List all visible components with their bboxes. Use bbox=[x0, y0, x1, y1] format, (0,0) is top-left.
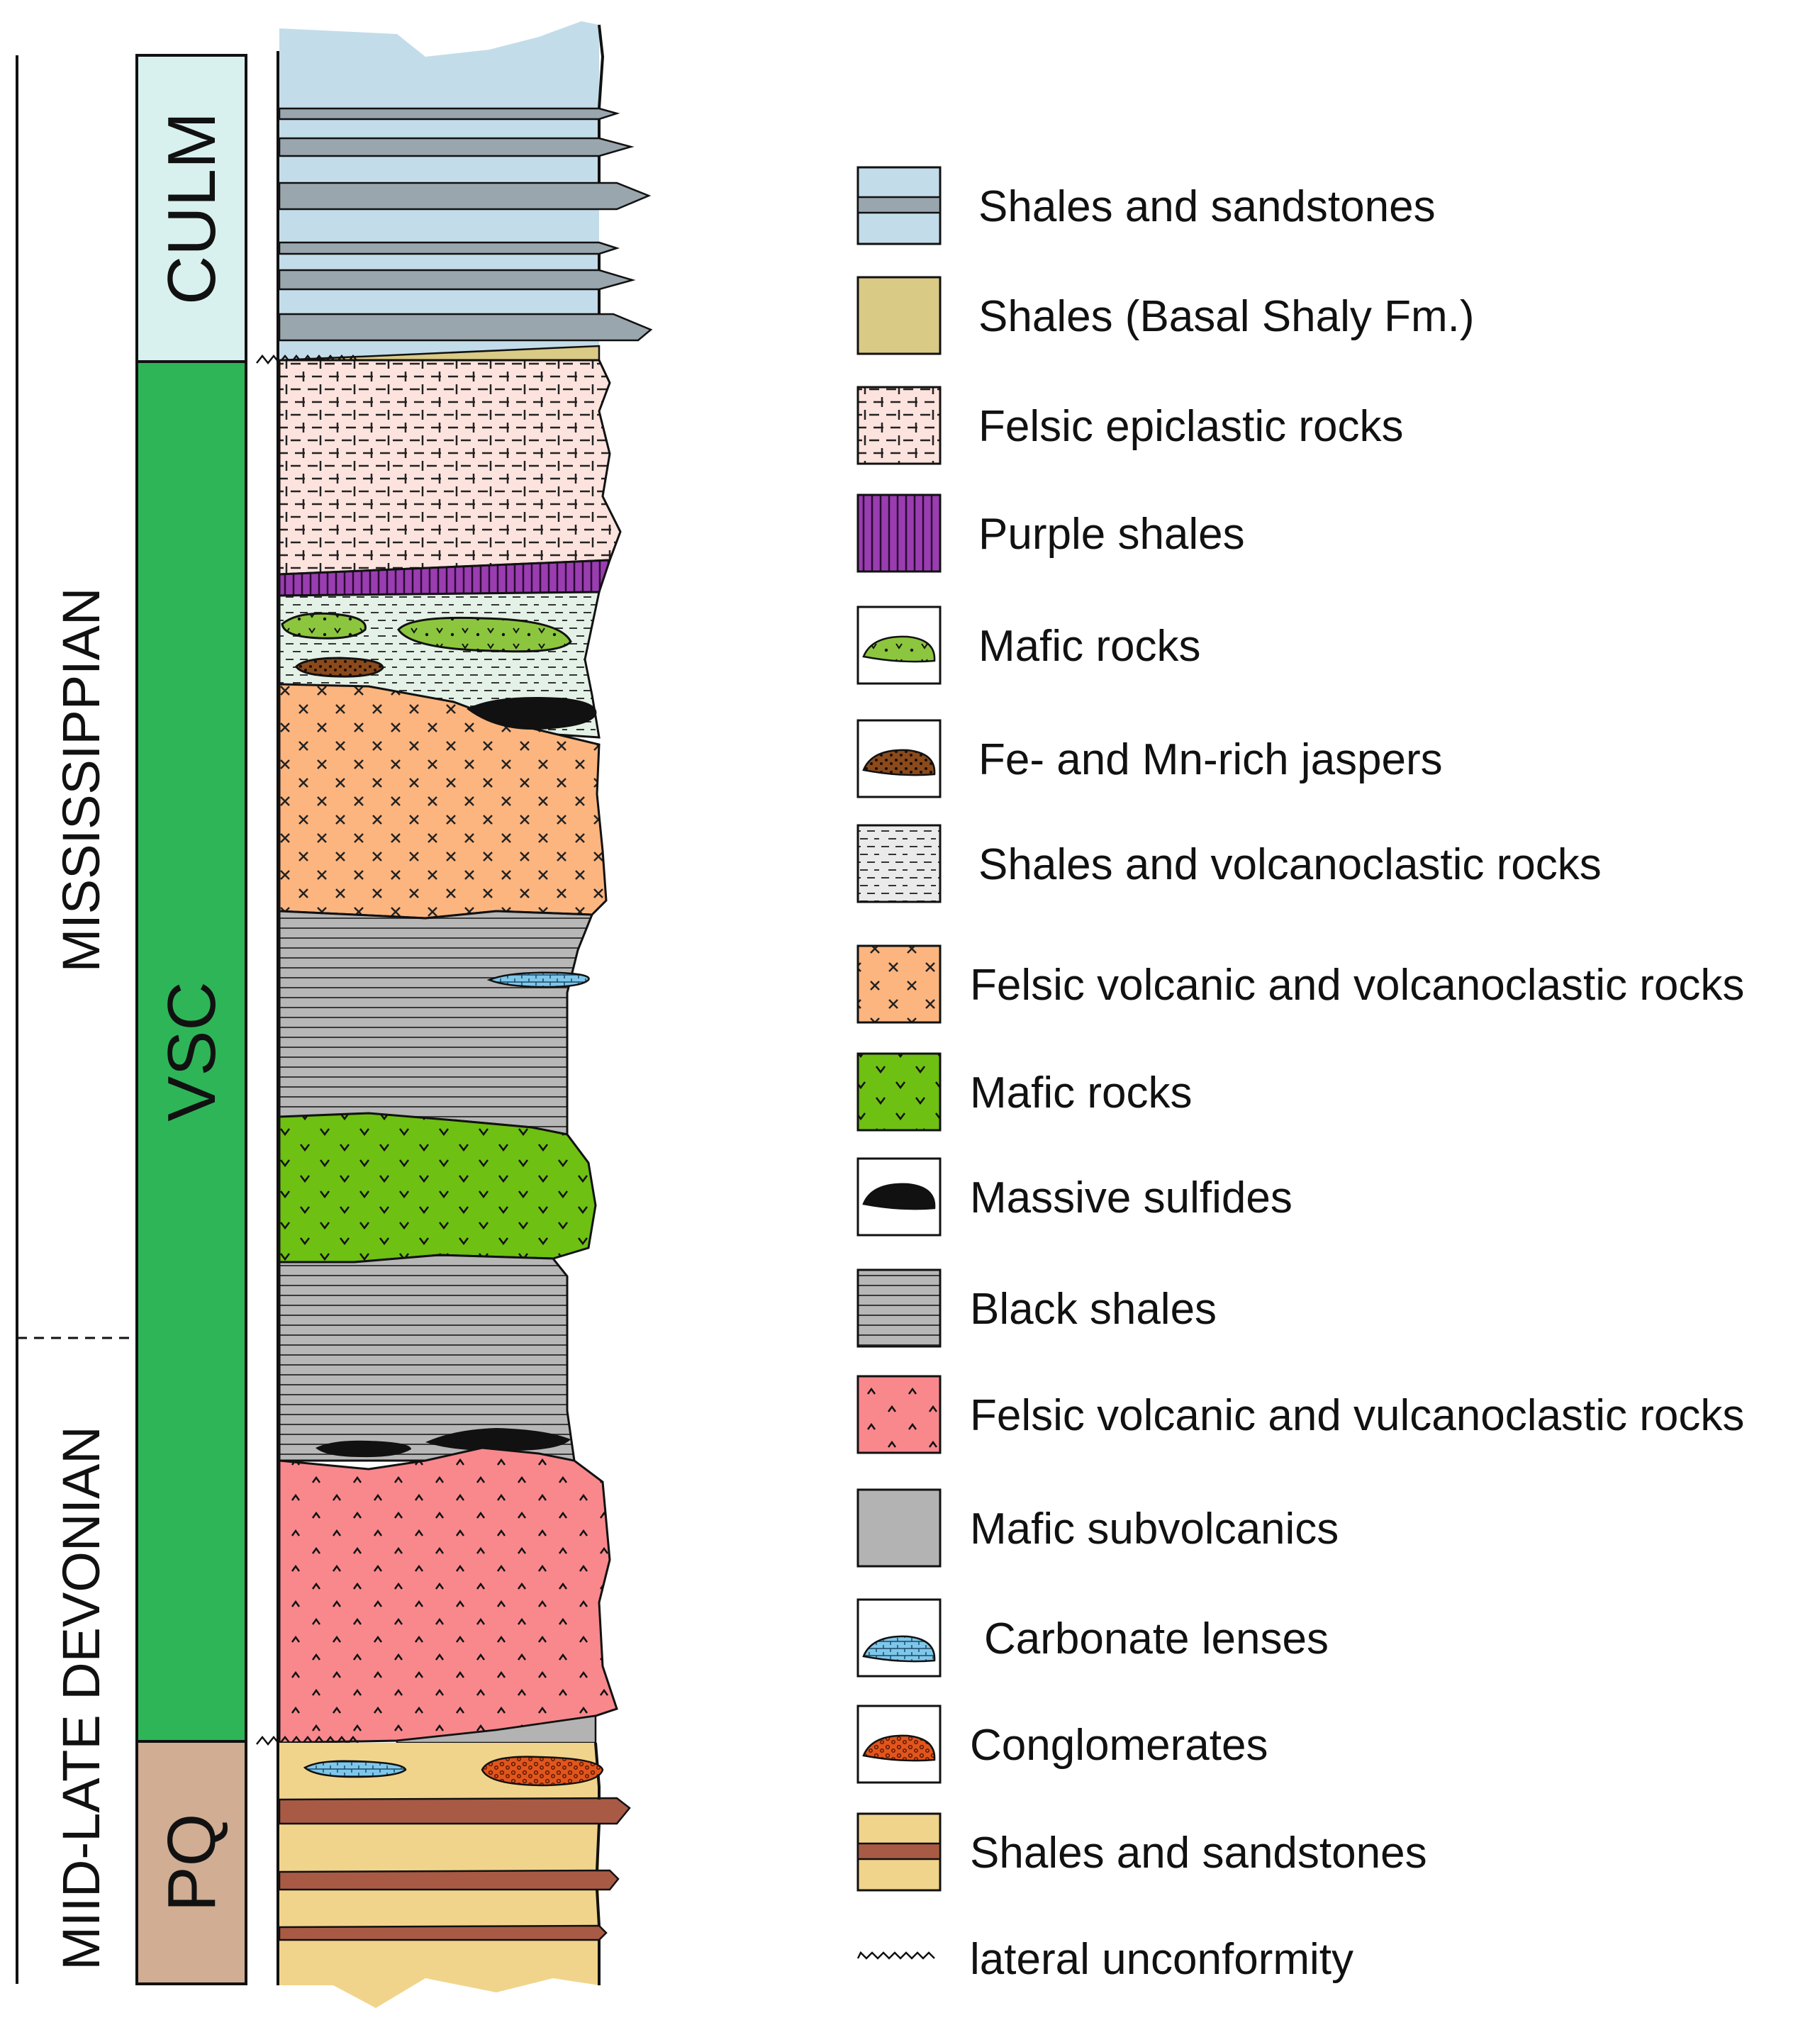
unit-label-pq: PQ bbox=[154, 1814, 230, 1912]
lens-massive-sulfide-3 bbox=[425, 1428, 571, 1451]
lens-carbonate-1 bbox=[486, 971, 590, 988]
legend-label: Felsic volcanic and vulcanoclastic rocks bbox=[970, 1391, 1744, 1440]
layer-felsic-volcanic-red bbox=[278, 1446, 618, 1744]
legend-swatch-basal bbox=[856, 276, 942, 355]
unit-label-culm: CULM bbox=[154, 112, 230, 305]
unit-label-vsc: VSC bbox=[154, 981, 230, 1121]
legend-swatch-culm bbox=[856, 166, 942, 245]
layer-pq-shales-sandstones bbox=[278, 1742, 631, 2008]
legend-label: Felsic volcanic and volcanoclastic rocks bbox=[970, 961, 1744, 1010]
legend-label: Mafic rocks bbox=[978, 622, 1200, 671]
legend-label: Black shales bbox=[970, 1285, 1217, 1334]
legend-label: Purple shales bbox=[978, 510, 1245, 559]
legend-swatch-epiclastic bbox=[856, 386, 942, 465]
legend-swatch-subvolcanic bbox=[856, 1488, 942, 1568]
layer-culm-shales-sandstones bbox=[278, 21, 653, 360]
legend-label: Shales and volcanoclastic rocks bbox=[978, 840, 1602, 889]
legend-swatch-volc-shale bbox=[856, 824, 942, 903]
lens-jasper bbox=[295, 657, 384, 678]
legend-swatch-pq bbox=[856, 1812, 942, 1892]
legend-swatch-felsic-red bbox=[856, 1375, 942, 1454]
legend-swatch-mafic-lens bbox=[856, 606, 942, 685]
lens-carbonate-2 bbox=[303, 1760, 407, 1778]
unconformity-mark-upper bbox=[256, 354, 359, 365]
unconformity-mark-lower bbox=[256, 1735, 359, 1746]
layer-black-shales-lower bbox=[278, 1254, 576, 1462]
legend-label: Shales and sandstones bbox=[970, 1829, 1427, 1878]
legend-label: Mafic subvolcanics bbox=[970, 1505, 1339, 1553]
period-label-devonian: MIID-LATE DEVONIAN bbox=[52, 1426, 111, 1970]
lens-conglomerate bbox=[481, 1756, 604, 1787]
legend-label: lateral unconformity bbox=[970, 1935, 1353, 1984]
layer-black-shales-upper bbox=[278, 910, 594, 1136]
legend-label: Carbonate lenses bbox=[984, 1614, 1329, 1663]
legend-label: Shales and sandstones bbox=[978, 182, 1436, 231]
layer-felsic-epiclastic bbox=[278, 359, 622, 576]
legend-swatch-felsic-orange bbox=[856, 944, 942, 1024]
period-label-mississippian: MISSISSIPPIAN bbox=[52, 588, 111, 973]
legend-swatch-carbonate-lens bbox=[856, 1598, 942, 1678]
legend-swatch-black-shale bbox=[856, 1268, 942, 1348]
legend-label: Massive sulfides bbox=[970, 1173, 1293, 1222]
legend-swatch-mafic-v bbox=[856, 1052, 942, 1132]
lens-massive-sulfide-1 bbox=[467, 697, 597, 730]
layer-mafic-subvolcanics bbox=[396, 1714, 597, 1744]
lens-mafic-1 bbox=[281, 612, 367, 640]
legend-label: Conglomerates bbox=[970, 1721, 1268, 1770]
lens-massive-sulfide-2 bbox=[316, 1440, 411, 1458]
legend-swatch-jasper-lens bbox=[856, 719, 942, 798]
legend-swatch-unconformity bbox=[856, 1951, 935, 1960]
legend-label: Felsic epiclastic rocks bbox=[978, 402, 1403, 451]
legend-label: Shales (Basal Shaly Fm.) bbox=[978, 292, 1474, 341]
legend-label: Fe- and Mn-rich jaspers bbox=[978, 735, 1443, 784]
lens-mafic-2 bbox=[397, 616, 572, 653]
layer-mafic-rocks bbox=[278, 1112, 597, 1263]
legend-label: Mafic rocks bbox=[970, 1069, 1192, 1117]
unit-box-pq bbox=[135, 1740, 247, 1985]
legend-swatch-conglomerate-lens bbox=[856, 1705, 942, 1784]
legend-swatch-sulfide-lens bbox=[856, 1157, 942, 1237]
legend-swatch-purple bbox=[856, 493, 942, 573]
unit-box-culm bbox=[135, 54, 247, 363]
